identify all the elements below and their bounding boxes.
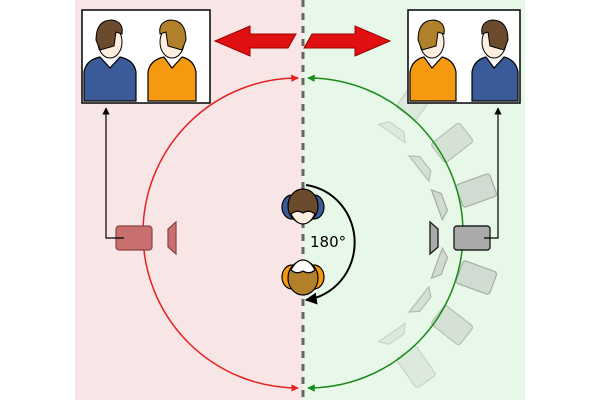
person-blue-topdown (281, 188, 325, 225)
shot-frame-left (81, 9, 211, 104)
person-orange-topdown (281, 259, 325, 296)
shot-frame-right (407, 9, 521, 104)
rotation-arc (304, 184, 356, 305)
swap-arrow-icon (213, 25, 392, 57)
right-camera-arrow (484, 107, 502, 239)
left-camera-arrow (102, 107, 124, 239)
angle-label: 180° (310, 233, 346, 251)
